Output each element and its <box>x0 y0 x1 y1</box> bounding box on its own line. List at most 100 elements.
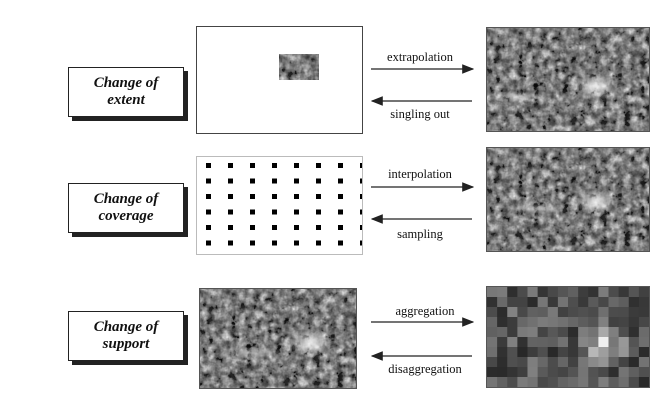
aggregated-cell <box>588 347 599 358</box>
aggregated-cell <box>568 307 579 318</box>
support-input-image <box>199 288 357 389</box>
aggregated-cell <box>638 367 649 378</box>
op-disaggregation: disaggregation <box>388 362 462 376</box>
aggregated-cell <box>598 307 610 318</box>
aggregated-cell <box>537 327 549 338</box>
sample-point <box>250 209 255 215</box>
extent-frame <box>196 26 363 134</box>
op-extrapolation: extrapolation <box>387 50 453 64</box>
sample-point <box>206 240 211 246</box>
aggregated-cell <box>487 307 498 318</box>
sample-point <box>294 240 299 246</box>
op-interpolation: interpolation <box>388 167 452 181</box>
aggregated-cell <box>527 317 539 328</box>
aggregated-cell <box>557 327 569 338</box>
aggregated-cell <box>527 367 539 378</box>
aggregated-cell <box>547 287 559 298</box>
aggregated-cell <box>507 337 518 348</box>
aggregated-cell <box>618 367 630 378</box>
op-singling-out: singling out <box>390 107 450 121</box>
aggregated-cell <box>618 357 630 368</box>
aggregated-cell <box>507 297 518 308</box>
aggregated-cell <box>638 347 649 358</box>
aggregated-cell <box>487 327 498 338</box>
coverage-result-image <box>486 147 650 252</box>
op-sampling: sampling <box>397 227 443 241</box>
aggregated-cell <box>568 337 579 348</box>
aggregated-cell <box>628 337 640 348</box>
aggregated-cell <box>588 327 599 338</box>
aggregated-cell <box>497 307 508 318</box>
sample-point <box>272 209 277 215</box>
aggregated-cell <box>557 337 569 348</box>
aggregated-cell <box>547 357 559 368</box>
aggregated-cell <box>578 367 589 378</box>
aggregated-cell <box>517 377 529 387</box>
sample-point <box>338 225 343 230</box>
aggregated-cell <box>497 287 508 298</box>
aggregated-cell <box>537 287 549 298</box>
aggregated-cell <box>547 297 559 308</box>
aggregated-cell <box>557 347 569 358</box>
aggregated-cell <box>487 287 498 298</box>
aggregated-cell <box>568 327 579 338</box>
arrow-left <box>370 214 472 224</box>
aggregated-cell <box>638 297 649 308</box>
aggregated-cell <box>487 347 498 358</box>
aggregated-cell <box>598 287 610 298</box>
aggregated-cell <box>497 317 508 328</box>
label-change-of-support: Change of support <box>68 311 184 361</box>
aggregated-cell <box>588 337 599 348</box>
aggregated-cell <box>608 377 620 387</box>
support-aggregated-image <box>486 286 650 388</box>
aggregated-cell <box>537 307 549 318</box>
aggregated-cell <box>588 357 599 368</box>
aggregated-cell <box>507 357 518 368</box>
aggregated-cell <box>568 347 579 358</box>
aggregated-cell <box>598 357 610 368</box>
sample-point <box>338 178 343 184</box>
aggregated-cell <box>517 367 529 378</box>
aggregated-cell <box>608 357 620 368</box>
aggregated-cell <box>487 337 498 348</box>
aggregated-cell <box>608 307 620 318</box>
extent-result-image <box>486 27 650 132</box>
aggregated-cell <box>628 317 640 328</box>
aggregated-cell <box>517 327 529 338</box>
aggregated-cell <box>487 377 498 387</box>
aggregated-cell <box>537 357 549 368</box>
aggregated-cell <box>608 327 620 338</box>
aggregated-cell <box>618 307 630 318</box>
aggregated-cell <box>557 297 569 308</box>
sample-point <box>272 178 277 184</box>
aggregated-cell <box>618 297 630 308</box>
aggregated-cell <box>638 317 649 328</box>
op-aggregation: aggregation <box>395 304 455 318</box>
sample-point <box>338 194 343 199</box>
aggregated-cell <box>608 287 620 298</box>
sample-point <box>338 209 343 215</box>
sample-point <box>338 163 343 168</box>
coverage-sample-frame <box>196 156 365 255</box>
aggregated-cell <box>507 347 518 358</box>
aggregated-cell <box>628 307 640 318</box>
sample-point <box>206 209 211 215</box>
sample-point <box>316 163 321 168</box>
sample-point <box>294 163 299 168</box>
aggregated-cell <box>628 327 640 338</box>
arrow-left <box>370 96 472 106</box>
aggregated-cell <box>517 287 529 298</box>
aggregated-cell <box>517 307 529 318</box>
aggregated-cell <box>487 367 498 378</box>
aggregated-cell <box>568 377 579 387</box>
sample-point <box>360 163 365 168</box>
aggregated-cell <box>628 297 640 308</box>
aggregated-cell <box>497 367 508 378</box>
sample-point <box>250 225 255 230</box>
sample-point <box>360 209 365 215</box>
aggregated-cell <box>497 347 508 358</box>
aggregated-cell <box>537 317 549 328</box>
extent-patch-image <box>279 54 319 80</box>
sample-point <box>272 194 277 199</box>
aggregated-cell <box>507 307 518 318</box>
